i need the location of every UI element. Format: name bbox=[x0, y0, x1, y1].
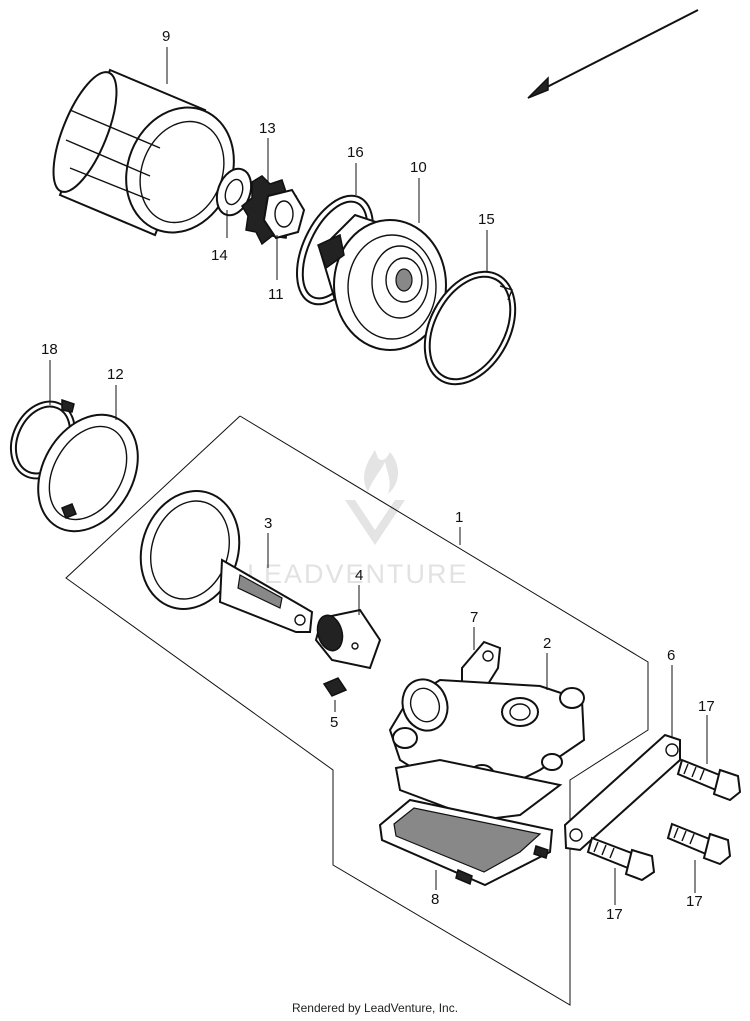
callout-12: 12 bbox=[107, 366, 124, 383]
part-3-arm bbox=[139, 490, 314, 633]
part-9-screen-cup bbox=[52, 68, 235, 237]
part-2-pump-body bbox=[388, 678, 586, 822]
callout-17-right: 17 bbox=[686, 893, 703, 910]
callout-labels: 9 13 16 10 15 14 11 18 12 1 3 4 7 2 6 5 … bbox=[41, 28, 715, 923]
part-17-bolt-b bbox=[586, 836, 656, 882]
callout-13: 13 bbox=[259, 120, 276, 137]
part-8-filter-screen bbox=[378, 798, 554, 887]
callout-8: 8 bbox=[431, 891, 439, 908]
part-14-washer bbox=[215, 167, 253, 217]
callout-17-left: 17 bbox=[606, 906, 623, 923]
footer-credit: Rendered by LeadVenture, Inc. bbox=[291, 1001, 459, 1015]
part-17-bolt-a bbox=[676, 758, 742, 802]
leader-lines bbox=[49, 47, 708, 905]
callout-11: 11 bbox=[268, 286, 284, 303]
callout-3: 3 bbox=[264, 515, 272, 532]
callout-1: 1 bbox=[455, 509, 463, 526]
callout-2: 2 bbox=[543, 635, 551, 652]
part-15-circlip bbox=[423, 270, 517, 386]
part-1-assembly-outline bbox=[65, 415, 649, 1006]
callout-4: 4 bbox=[355, 567, 363, 584]
callout-5: 5 bbox=[330, 714, 338, 731]
part-4-pin bbox=[314, 608, 382, 670]
part-12-gasket bbox=[37, 413, 139, 533]
callout-6: 6 bbox=[667, 647, 675, 664]
callout-15: 15 bbox=[478, 211, 495, 228]
callout-16: 16 bbox=[347, 144, 364, 161]
part-5-key bbox=[322, 677, 348, 697]
callout-14: 14 bbox=[211, 247, 228, 264]
part-10-housing bbox=[317, 213, 447, 351]
callout-17-top: 17 bbox=[698, 698, 715, 715]
leadventure-watermark: LEADVENTURE bbox=[247, 450, 469, 589]
callout-18: 18 bbox=[41, 341, 58, 358]
direction-arrow bbox=[527, 9, 699, 99]
callout-9: 9 bbox=[162, 28, 170, 45]
part-11-nut bbox=[262, 188, 306, 240]
watermark-text: LEADVENTURE bbox=[247, 559, 469, 589]
callout-10: 10 bbox=[410, 159, 427, 176]
part-17-bolt-c bbox=[666, 822, 732, 866]
part-6-plate bbox=[563, 733, 681, 852]
callout-7: 7 bbox=[470, 609, 478, 626]
